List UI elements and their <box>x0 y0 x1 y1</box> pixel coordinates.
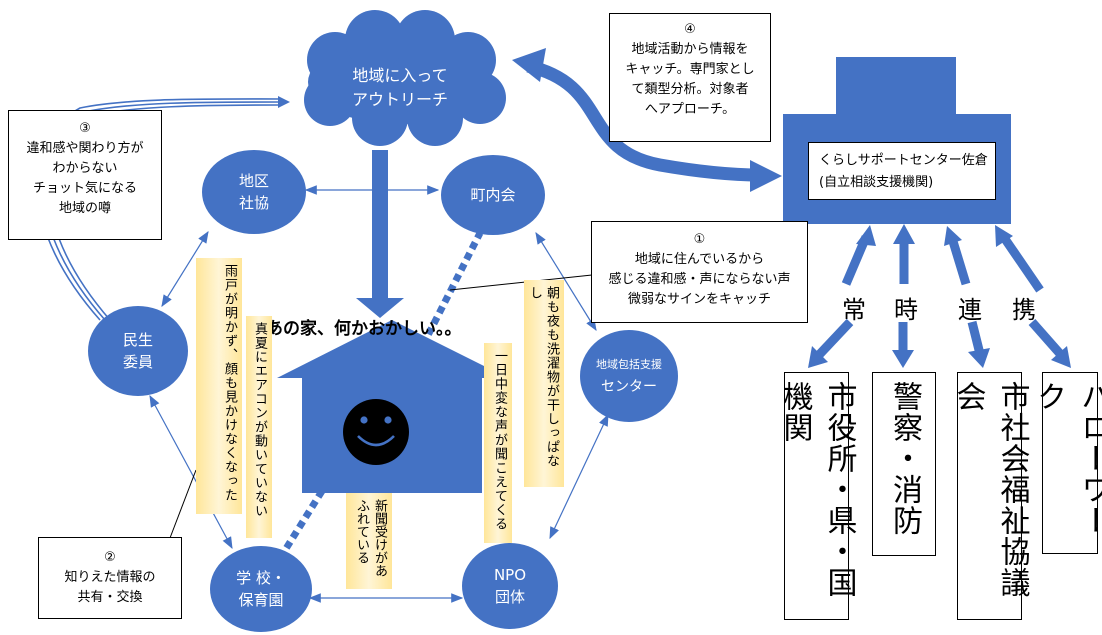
node-label: 社協 <box>238 194 269 212</box>
node-label: 学 校・ <box>236 569 286 587</box>
cloud-line-1: 地域に入って <box>352 66 448 85</box>
renkei-char: 常 <box>842 296 866 324</box>
note-1-number: ① <box>693 232 706 247</box>
note-2-number: ② <box>104 550 116 565</box>
note-2-line: 知りえた情報の <box>64 570 156 585</box>
note-2: ② 知りえた情報の 共有・交換 <box>38 537 182 619</box>
node-label: 地域包括支援 <box>596 358 662 371</box>
node-chiku-shakyo: 地区 社協 <box>202 150 306 234</box>
note-4: ④ 地域活動から情報を キャッチ。専門家とし て類型分析。対象者 へアプローチ。 <box>609 13 771 142</box>
house-title: あの家、何かおかしい。。 <box>266 319 462 339</box>
note-1-line: 感じる違和感・声にならない声 <box>608 272 791 287</box>
sign-strip-koe: 一日中変な声が聞こえてくる <box>484 343 512 543</box>
sign-strip-shinbun: 新聞受けがあふれている <box>346 493 392 589</box>
cloud-label: 地域に入って アウトリーチ <box>330 64 470 112</box>
node-houkatsu-center: 地域包括支援 センター <box>580 330 678 422</box>
agency-shakyo: 市社会福祉協議会 <box>951 372 1030 620</box>
house <box>277 320 508 493</box>
callout-line-2 <box>169 469 197 539</box>
outreach-cloud <box>304 10 506 146</box>
note-4-line: キャッチ。専門家とし <box>625 62 755 77</box>
note-3: ③ 違和感や関わり方が わからない チョット気になる 地域の噂 <box>8 110 162 240</box>
renkei-char: 携 <box>1012 296 1036 324</box>
node-label: 地区 <box>238 172 269 190</box>
node-label: 委員 <box>122 353 153 371</box>
agency-keisatsu: 警察・消防 <box>872 372 936 556</box>
node-minsei-iin: 民生 委員 <box>88 306 188 396</box>
note-4-line: へアプローチ。 <box>644 102 736 117</box>
dotted-link-gakko <box>279 489 325 557</box>
node-npo: NPO 団体 <box>462 543 558 629</box>
renkei-char: 時 <box>894 296 918 324</box>
cloud-line-2: アウトリーチ <box>351 90 448 109</box>
sign-strip-aircon: 真夏にエアコンが動いていない <box>246 316 272 538</box>
renkei-down-arrows <box>808 318 1071 368</box>
node-gakko-hoikuen: 学 校・ 保育園 <box>210 546 312 632</box>
node-label: 町内会 <box>470 186 516 204</box>
node-chonaikai: 町内会 <box>441 155 545 235</box>
sign-strip-sentaku: 朝も夜も洗濯物が干しっぱなし <box>524 280 564 487</box>
node-label: NPO <box>493 566 527 584</box>
note-3-line: チョット気になる <box>32 181 137 196</box>
node-label: 保育園 <box>238 591 284 609</box>
sign-strip-amado: 雨戸が明かず、顔も見かけなくなった <box>196 258 242 514</box>
note-4-line: 地域活動から情報を <box>631 42 749 57</box>
node-label: 団体 <box>494 588 525 606</box>
note-4-number: ④ <box>684 22 696 37</box>
cloud-center-double-arrow <box>512 48 782 192</box>
note-3-number: ③ <box>79 121 91 136</box>
center-label: くらしサポートセンター佐倉 (自立相談支援機関) <box>808 142 996 200</box>
dotted-link-chonaikai <box>419 231 484 347</box>
center-name: くらしサポートセンター佐倉 <box>819 153 988 168</box>
note-1: ① 地域に住んでいるから 感じる違和感・声にならない声 微弱なサインをキャッチ <box>591 221 808 323</box>
cloud-to-house-arrow <box>356 150 404 318</box>
network-links <box>149 185 609 603</box>
callout-line-1 <box>449 274 593 291</box>
note-1-line: 地域に住んでいるから <box>634 252 765 267</box>
center-subtitle: (自立相談支援機関) <box>819 175 934 190</box>
node-label: 民生 <box>122 331 153 349</box>
note-1-line: 微弱なサインをキャッチ <box>627 292 771 307</box>
note-2-line: 共有・交換 <box>77 590 143 605</box>
renkei-up-arrows <box>841 224 1044 293</box>
smiley-face-icon <box>343 399 409 465</box>
renkei-char: 連 <box>958 296 982 324</box>
note-4-line: て類型分析。対象者 <box>631 82 749 97</box>
node-label: センター <box>601 379 657 395</box>
agency-shiyakusho: 市役所・県・国機関 <box>778 372 857 620</box>
note-3-line: 違和感や関わり方が <box>26 141 144 156</box>
note-3-line: 地域の噂 <box>58 201 111 216</box>
agency-hellowork: ハローワーク <box>1031 372 1102 554</box>
note-3-line: わからない <box>52 161 118 176</box>
